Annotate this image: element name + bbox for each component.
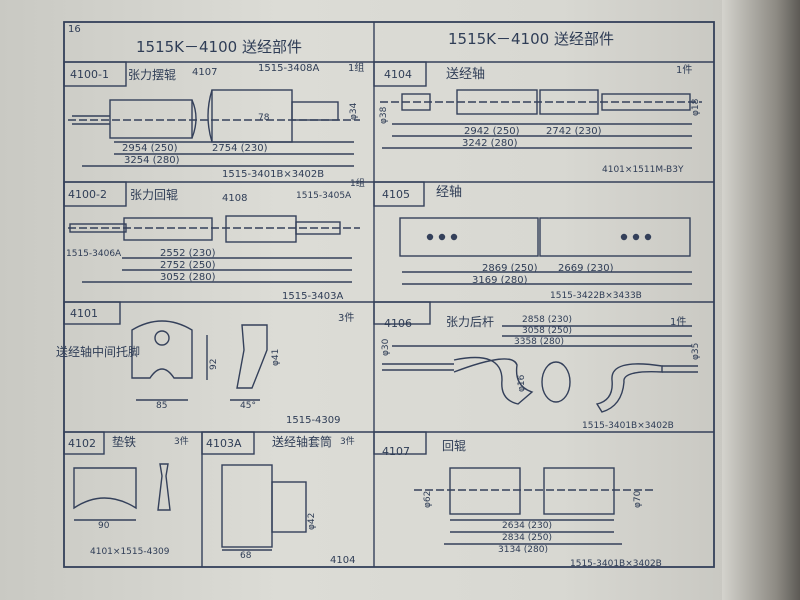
part-title-4100-2: 张力回辊 xyxy=(130,188,179,202)
part-title-4104: 送经轴 xyxy=(446,67,486,82)
dim-4106-b: 3058 (250) xyxy=(522,326,572,336)
dim-4102-a: 90 xyxy=(98,521,110,531)
drawing-4104 xyxy=(380,89,702,149)
dim-4107-c: 2634 (230) xyxy=(502,521,552,531)
qty-4102: 3件 xyxy=(174,437,189,447)
parts-catalog-sheet: 16 1515K－4100 送经部件 1515K－4100 送经部件 4100-… xyxy=(56,20,722,575)
part-title-4107: 回辊 xyxy=(442,439,467,453)
footer-4100-2: 1515-3403A xyxy=(282,291,344,302)
dim-4100-1-a: 2954 (250) xyxy=(122,143,178,154)
dim-4104-d: 3242 (280) xyxy=(462,138,518,149)
dim-4106-d: φ30 xyxy=(381,338,391,356)
dim-4105-c: 3169 (280) xyxy=(472,275,528,286)
part-code-4104: 4104 xyxy=(384,68,412,81)
dim-4100-1-d: 78 xyxy=(258,113,270,123)
drawing-4100-1 xyxy=(68,89,360,167)
footer-4103A: 4104 xyxy=(330,555,356,566)
part-title-4100-1: 张力摆辊 xyxy=(128,68,177,82)
part-code-4103A: 4103A xyxy=(206,437,242,450)
drawing-4101 xyxy=(131,320,268,401)
dim-4104-c: 2742 (230) xyxy=(546,126,602,137)
footer-4101: 1515-4309 xyxy=(286,415,341,426)
part-title-4106: 张力后杆 xyxy=(446,315,495,329)
dim-4104-a: φ38 xyxy=(379,106,389,124)
dim-4101-a: 85 xyxy=(156,401,168,411)
dim-4103A-b: 68 xyxy=(240,551,252,561)
dim-4107-b: φ70 xyxy=(633,490,643,508)
sub-part-4100-2: 4108 xyxy=(222,193,248,204)
dim-4100-2-c: 3052 (280) xyxy=(160,272,216,283)
adjacent-page-edge xyxy=(722,0,800,600)
dim-4100-1-e: φ34 xyxy=(349,102,359,120)
dim-4106-e: φ16 xyxy=(517,374,527,392)
part-title-4101: 送经轴中间托脚 xyxy=(56,345,141,359)
dim-4106-c: 3358 (280) xyxy=(514,337,564,347)
dim-4105-b: 2669 (230) xyxy=(558,263,614,274)
technical-drawings xyxy=(63,21,715,568)
part-code-4106: 4106 xyxy=(384,317,412,330)
right-header-title: 1515K－4100 送经部件 xyxy=(448,30,614,48)
part-code-4102: 4102 xyxy=(68,437,96,450)
dim-4104-b: 2942 (250) xyxy=(464,126,520,137)
dim-4107-d: 2834 (250) xyxy=(502,533,552,543)
qty-4103A: 3件 xyxy=(340,437,355,447)
part-code-4100-1: 4100-1 xyxy=(70,68,109,81)
qty-4104: 1件 xyxy=(676,65,693,76)
qty-4101: 3件 xyxy=(338,313,355,324)
footer-4104: 4101×1511M-B3Y xyxy=(602,165,684,175)
dim-4107-a: φ62 xyxy=(423,490,433,508)
qty-4100-2: 1组 xyxy=(350,179,365,189)
dim-4100-1-b: 2754 (230) xyxy=(212,143,268,154)
dim-4101-d: φ41 xyxy=(271,348,281,366)
footer-4100-1: 1515-3401B×3402B xyxy=(222,169,325,180)
page-number: 16 xyxy=(68,24,81,35)
part-title-4102: 垫铁 xyxy=(112,435,137,449)
footer-4105: 1515-3422B×3433B xyxy=(550,291,642,301)
part-code-4107: 4107 xyxy=(382,445,410,458)
dim-4100-2-b: 2752 (250) xyxy=(160,260,216,271)
dim-4101-c: 45° xyxy=(240,401,256,411)
drawing-4105 xyxy=(399,217,692,285)
footer-4102: 4101×1515-4309 xyxy=(90,547,170,557)
drawing-4100-2 xyxy=(68,215,360,283)
part-code-4100-2: 4100-2 xyxy=(68,188,107,201)
part-code-4101: 4101 xyxy=(70,307,98,320)
ref-part-4100-1: 1515-3408A xyxy=(258,63,320,74)
part-title-4105: 经轴 xyxy=(436,185,463,200)
part-code-4105: 4105 xyxy=(382,188,410,201)
dim-4105-a: 2869 (250) xyxy=(482,263,538,274)
dim-4101-b: 92 xyxy=(209,358,219,370)
sub-part-4100-1: 4107 xyxy=(192,67,218,78)
left-header-title: 1515K－4100 送经部件 xyxy=(136,38,302,56)
sheet-frame xyxy=(63,21,715,568)
dim-4103A-a: φ42 xyxy=(307,512,317,530)
dim-4100-2-a: 2552 (230) xyxy=(160,248,216,259)
dim-4106-a: 2858 (230) xyxy=(522,315,572,325)
drawing-4103A xyxy=(221,464,307,551)
part-title-4103A: 送经轴套筒 xyxy=(272,435,333,449)
drawing-4107 xyxy=(414,467,654,545)
dim-4100-1-c: 3254 (280) xyxy=(124,155,180,166)
qty-4106: 1件 xyxy=(670,317,687,328)
ref-part2-4100-2: 1515-3406A xyxy=(66,249,122,259)
footer-4107: 1515-3401B×3402B xyxy=(570,559,662,569)
dim-4106-f: φ35 xyxy=(691,342,701,360)
footer-4106: 1515-3401B×3402B xyxy=(582,421,674,431)
dim-4104-e: φ18 xyxy=(691,98,701,116)
drawing-4102 xyxy=(73,463,171,521)
dim-4107-e: 3134 (280) xyxy=(498,545,548,555)
qty-4100-1: 1组 xyxy=(348,63,365,74)
ref-part-4100-2: 1515-3405A xyxy=(296,191,352,201)
drawing-4106 xyxy=(382,325,698,413)
